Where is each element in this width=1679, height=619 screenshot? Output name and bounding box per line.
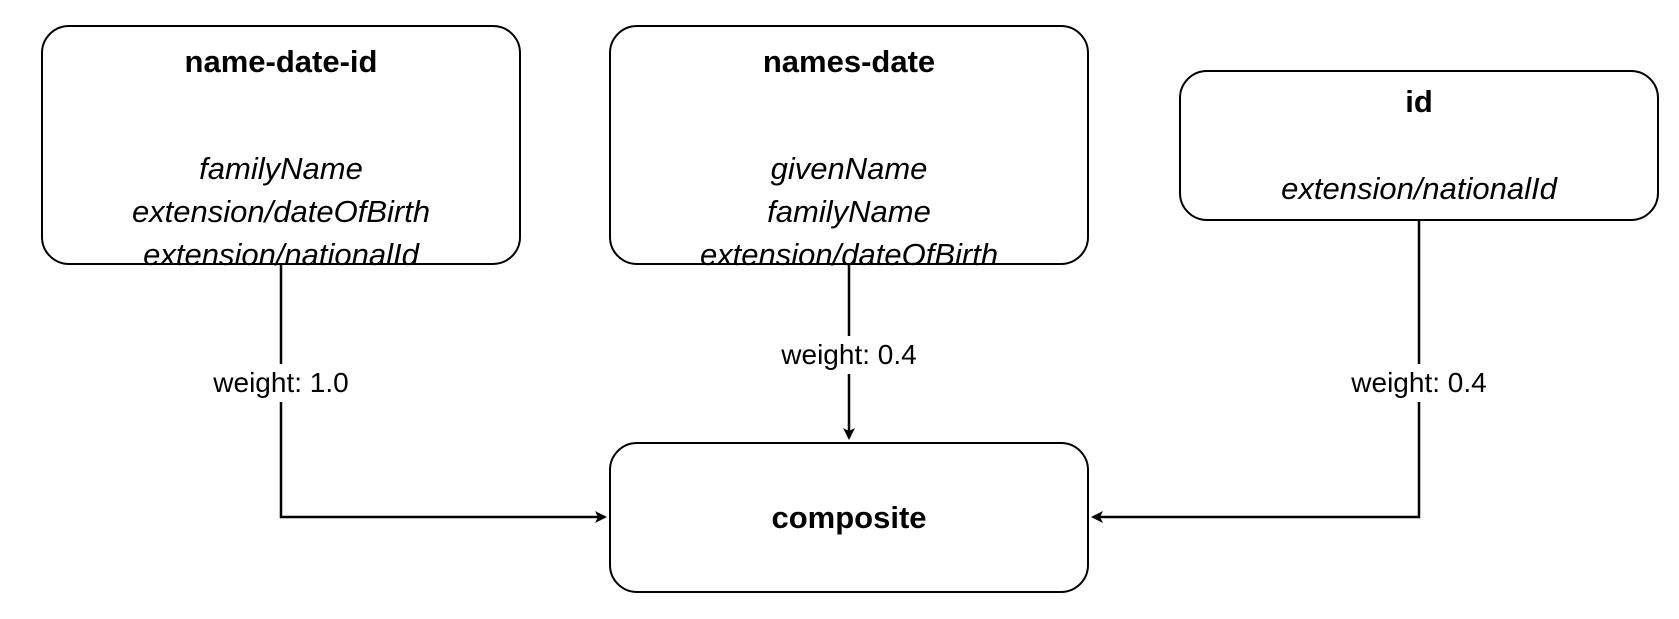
node-names-date[interactable]: names-date givenName familyName extensio… bbox=[609, 25, 1089, 272]
edge-id-to-composite bbox=[1091, 221, 1421, 523]
edge-label-weight: weight: 1.0 bbox=[211, 364, 351, 402]
node-title: id bbox=[1405, 84, 1433, 119]
edge-label-weight: weight: 0.4 bbox=[1349, 364, 1489, 402]
node-field-list: extension/nationalId bbox=[1181, 167, 1657, 210]
node-title: name-date-id bbox=[184, 44, 378, 79]
node-field: givenName bbox=[770, 151, 928, 186]
node-title: names-date bbox=[762, 44, 936, 79]
node-field: extension/dateOfBirth bbox=[699, 237, 999, 272]
edge-label-weight: weight: 0.4 bbox=[779, 336, 919, 374]
edge-name-date-id-to-composite bbox=[279, 265, 607, 523]
node-field: familyName bbox=[767, 194, 931, 229]
node-field-list: familyName extension/dateOfBirth extensi… bbox=[43, 147, 519, 276]
node-title: composite bbox=[771, 500, 927, 535]
node-field: familyName bbox=[199, 151, 363, 186]
node-field: extension/nationalId bbox=[1281, 171, 1557, 206]
node-composite[interactable]: composite bbox=[609, 442, 1089, 593]
node-field: extension/dateOfBirth bbox=[131, 194, 431, 229]
node-name-date-id[interactable]: name-date-id familyName extension/dateOf… bbox=[41, 25, 521, 272]
node-id[interactable]: id extension/nationalId bbox=[1179, 70, 1659, 221]
node-field-list: givenName familyName extension/dateOfBir… bbox=[611, 147, 1087, 276]
node-field: extension/nationalId bbox=[143, 237, 419, 272]
